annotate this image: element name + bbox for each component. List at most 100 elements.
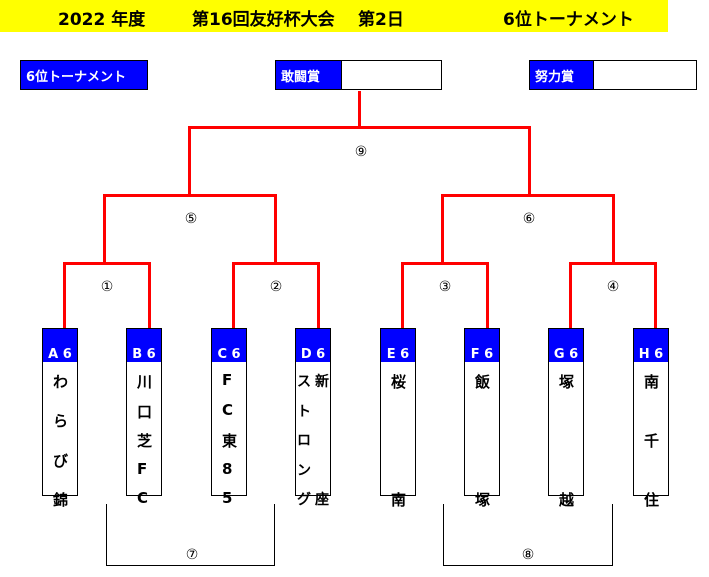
team-name-char: 越 <box>559 491 575 509</box>
consolation-line <box>612 504 613 566</box>
team-name-char: C <box>137 489 149 507</box>
team-name-char: 口 <box>137 402 153 421</box>
bracket-line <box>528 126 531 196</box>
match-number: ④ <box>606 279 620 295</box>
team-code: D 6 <box>296 329 330 362</box>
season-year: 2022 年度 <box>58 10 146 30</box>
team-name: 南千住 <box>634 365 668 509</box>
bracket-name: 6位トーナメント <box>503 10 634 30</box>
team-name: ストロング新座 <box>296 365 330 508</box>
event-name: 第16回友好杯大会 <box>192 10 335 30</box>
team-name: 飯塚 <box>465 365 499 509</box>
team-name-char: 東 <box>222 432 238 450</box>
team-code: H 6 <box>634 329 668 362</box>
bracket-line <box>103 194 106 264</box>
bracket-line <box>612 194 615 264</box>
team-code: B 6 <box>127 329 161 362</box>
bracket-line <box>274 194 277 264</box>
team-name: 桜南 <box>381 365 415 509</box>
team-code: E 6 <box>381 329 415 362</box>
team-name: わらび錦 <box>43 365 77 509</box>
bracket-line <box>232 262 235 328</box>
bracket-line <box>401 262 489 265</box>
match-number: ⑥ <box>522 211 536 227</box>
team-name-char: F <box>222 371 233 389</box>
team-code: C 6 <box>212 329 246 362</box>
team-name-char: ら <box>53 412 69 431</box>
bracket-line <box>569 262 572 328</box>
bracket-line <box>317 262 320 328</box>
consolation-line <box>443 565 613 566</box>
team-name-char: 桜 <box>391 373 407 391</box>
bracket-line <box>441 194 444 264</box>
bracket-line <box>569 262 657 265</box>
team-name-char: 錦 <box>53 491 69 509</box>
team-name-char: 塚 <box>475 491 491 509</box>
fighting-spirit-label: 敢闘賞 <box>276 61 341 89</box>
bracket-line <box>401 262 404 328</box>
title-banner: 2022 年度 第16回友好杯大会 第2日 6位トーナメント <box>0 0 668 32</box>
consolation-line <box>443 504 444 566</box>
match-number: ① <box>100 279 114 295</box>
bracket-line <box>63 262 66 328</box>
event-day: 第2日 <box>358 10 404 30</box>
bracket-line <box>441 194 615 197</box>
team-code: F 6 <box>465 329 499 362</box>
bracket-line <box>148 262 151 328</box>
team-name-char: 飯 <box>475 373 491 391</box>
team-name-char: 南 <box>391 491 407 509</box>
team-name-char: 南 <box>644 373 660 391</box>
tournament-label: 6位トーナメント <box>20 60 148 90</box>
bracket-line <box>358 91 361 128</box>
consolation-line <box>106 565 275 566</box>
team-name-char: 5 <box>222 489 233 507</box>
tournament-label-text: 6位トーナメント <box>21 61 147 89</box>
effort-award: 努力賞 <box>529 60 697 90</box>
match-number: ⑦ <box>185 547 199 563</box>
team-name-char: 住 <box>644 491 660 509</box>
match-number: ② <box>269 279 283 295</box>
effort-value[interactable] <box>593 61 696 89</box>
team-name-char: グ <box>297 492 311 508</box>
team-name-char: わ <box>53 373 69 391</box>
team-name-char: C <box>222 400 234 419</box>
team-name-char: 千 <box>644 432 660 450</box>
team-code: A 6 <box>43 329 77 362</box>
match-number: ③ <box>438 279 452 295</box>
team-name-char: ロ <box>297 433 311 449</box>
team-name-char: 川 <box>137 373 153 391</box>
fighting-spirit-value[interactable] <box>341 61 441 89</box>
effort-label: 努力賞 <box>530 61 593 89</box>
team-code: G 6 <box>549 329 583 362</box>
bracket-line <box>103 194 277 197</box>
bracket-line <box>188 126 531 129</box>
team-name-char: 新 <box>315 374 329 390</box>
team-name-char: び <box>53 451 69 470</box>
consolation-line <box>274 504 275 566</box>
consolation-line <box>106 504 107 566</box>
bracket-line <box>63 262 151 265</box>
bracket-line <box>232 262 320 265</box>
bracket-line <box>654 262 657 328</box>
bracket-line <box>188 126 191 196</box>
team-name-char: ト <box>297 403 311 420</box>
team-name-char: 芝 <box>137 432 153 450</box>
team-name-char: ス <box>297 374 311 390</box>
team-name-char: 塚 <box>559 373 575 391</box>
team-name-char: 8 <box>222 459 233 478</box>
match-number: ⑧ <box>521 547 535 563</box>
team-name-char: 座 <box>315 492 329 508</box>
match-number: ⑨ <box>354 144 368 160</box>
fighting-spirit-award: 敢闘賞 <box>275 60 442 90</box>
team-name: 塚越 <box>549 365 583 509</box>
match-number: ⑤ <box>184 211 198 227</box>
